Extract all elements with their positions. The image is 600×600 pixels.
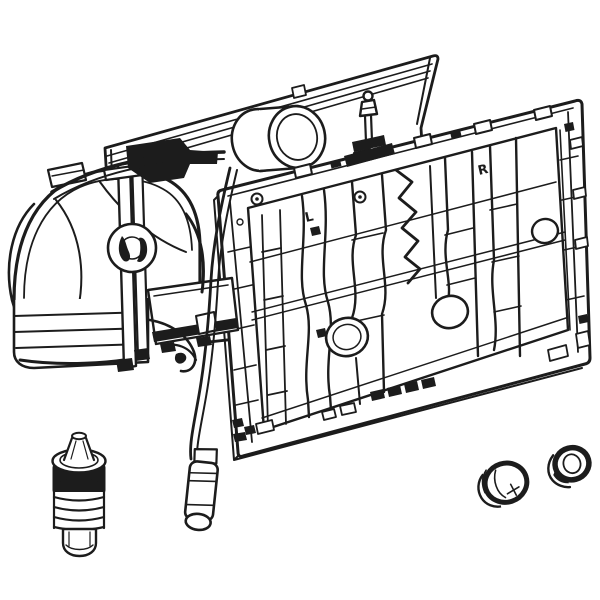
insert-nozzle-bottle [51, 431, 107, 558]
fan-valve-unit [106, 222, 158, 274]
cover-cap-left [477, 460, 530, 508]
cable-plug [183, 447, 219, 532]
cover-cap-right [547, 444, 592, 489]
locking-pin [352, 90, 386, 152]
frame-top-clips [293, 105, 553, 179]
module-hoses [50, 150, 226, 373]
frame-holes [250, 190, 560, 358]
frame-left-ladder [227, 218, 259, 406]
frame-right-ladder [559, 122, 589, 331]
frame-bottom-slots [232, 330, 591, 442]
connection-cable [183, 166, 238, 532]
duofresh-module-housing [7, 138, 240, 373]
module-top-bracket [126, 138, 218, 183]
marking-left: L [304, 209, 315, 225]
bottle-ribs [52, 490, 106, 532]
protection-frame: L R [213, 98, 592, 461]
actuator-button [230, 104, 327, 173]
marking-right: R [477, 162, 490, 179]
